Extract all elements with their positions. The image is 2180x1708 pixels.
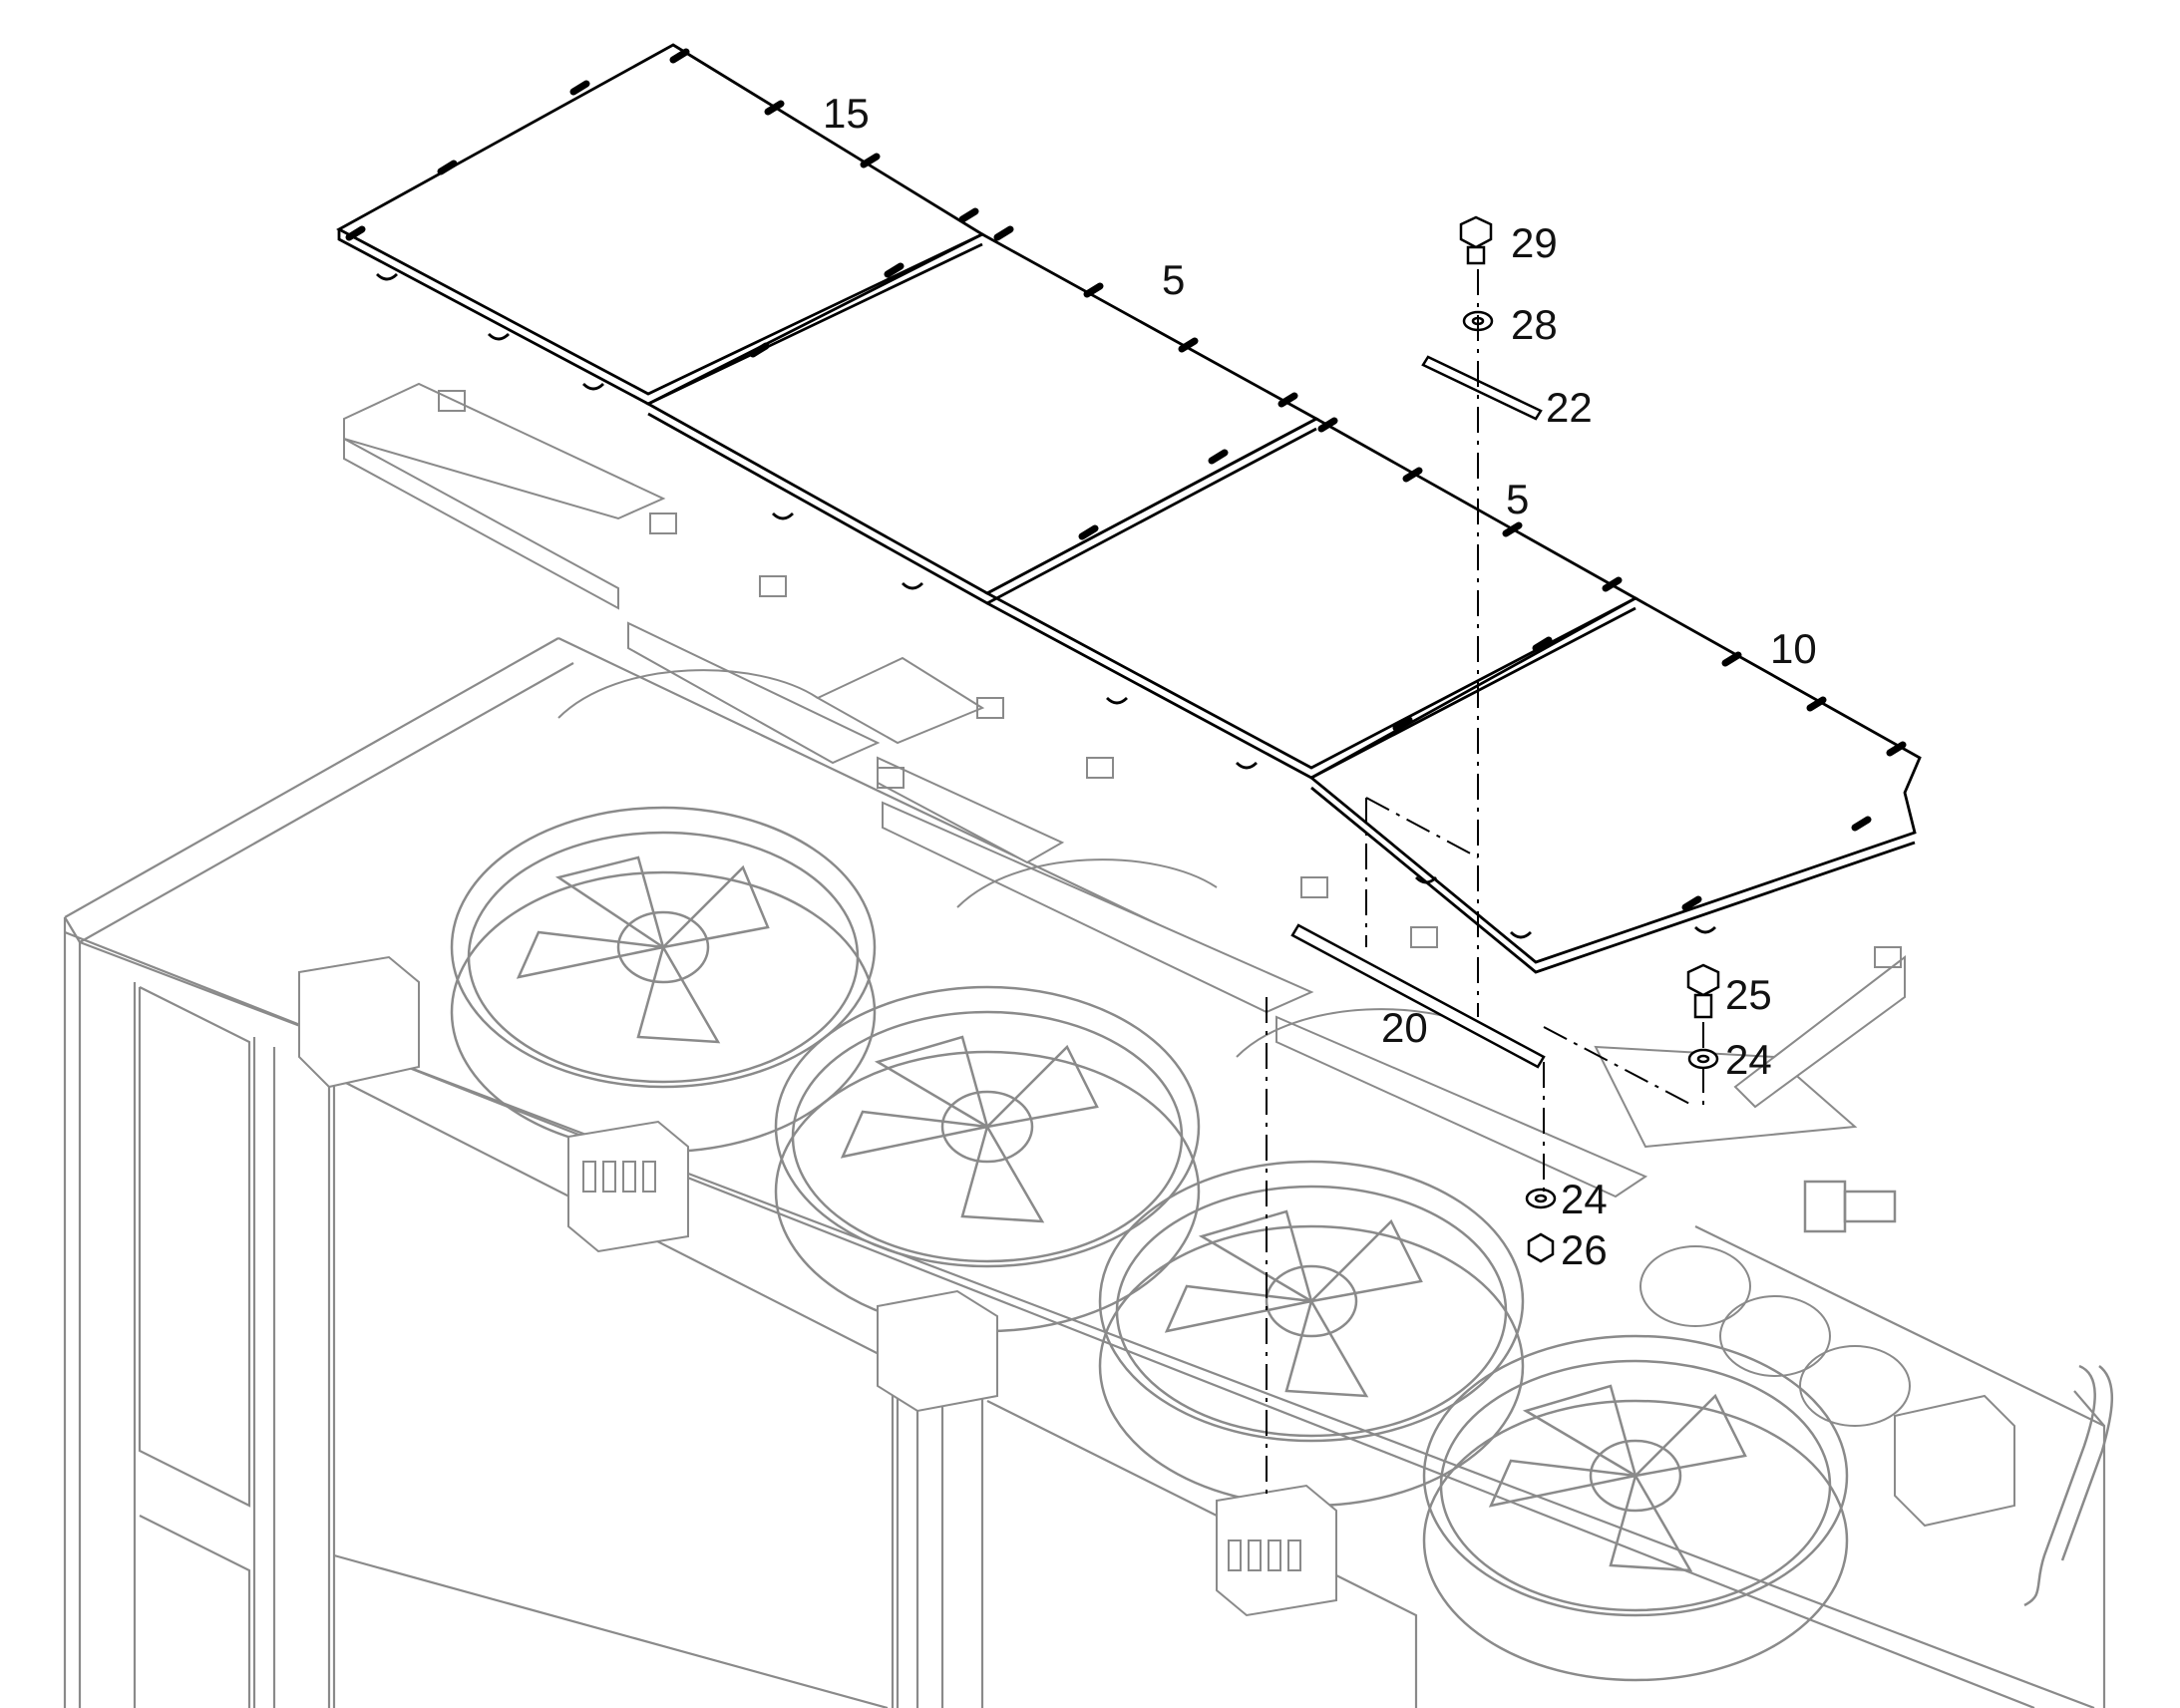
part-22-strip — [1421, 355, 1543, 421]
condenser-unit-housing — [63, 637, 2106, 1708]
fan-3 — [1098, 1160, 1525, 1508]
callout-26: 26 — [1561, 1226, 1608, 1273]
top-panel-5-left — [645, 232, 1319, 605]
callout-24-lower: 24 — [1561, 1176, 1608, 1222]
part-26-nut — [1527, 1232, 1555, 1263]
fan-2 — [774, 985, 1201, 1333]
fan-1 — [450, 806, 877, 1154]
assembly-centerlines — [1266, 269, 1704, 1496]
part-20-strip — [1290, 923, 1546, 1069]
callout-5-left: 5 — [1162, 256, 1185, 303]
top-panel-5-right — [984, 417, 1638, 780]
callout-24-upper: 24 — [1725, 1036, 1772, 1083]
callout-25: 25 — [1725, 971, 1772, 1018]
panel-clips — [345, 48, 1907, 911]
part-24-washer-upper — [1687, 1048, 1719, 1070]
refrigerant-pipe — [1803, 1180, 2113, 1607]
mounting-pads — [438, 390, 1902, 968]
callout-22: 22 — [1546, 384, 1593, 431]
callout-10: 10 — [1770, 625, 1817, 672]
callout-20: 20 — [1381, 1004, 1428, 1051]
top-panel-15 — [336, 43, 985, 406]
motor-junction-boxes — [298, 955, 2015, 1617]
fan-4 — [1422, 1334, 1849, 1682]
callout-29: 29 — [1511, 219, 1558, 266]
callout-15: 15 — [823, 90, 870, 137]
support-plates — [343, 382, 1906, 1198]
part-25-bolt — [1686, 963, 1720, 1019]
callout-28: 28 — [1511, 301, 1558, 348]
part-24-washer-lower — [1525, 1188, 1557, 1209]
top-panel-10 — [1308, 596, 1922, 974]
callout-5-right: 5 — [1506, 476, 1529, 522]
rear-fan-rings — [557, 669, 1911, 1427]
part-29-bolt — [1459, 215, 1493, 265]
